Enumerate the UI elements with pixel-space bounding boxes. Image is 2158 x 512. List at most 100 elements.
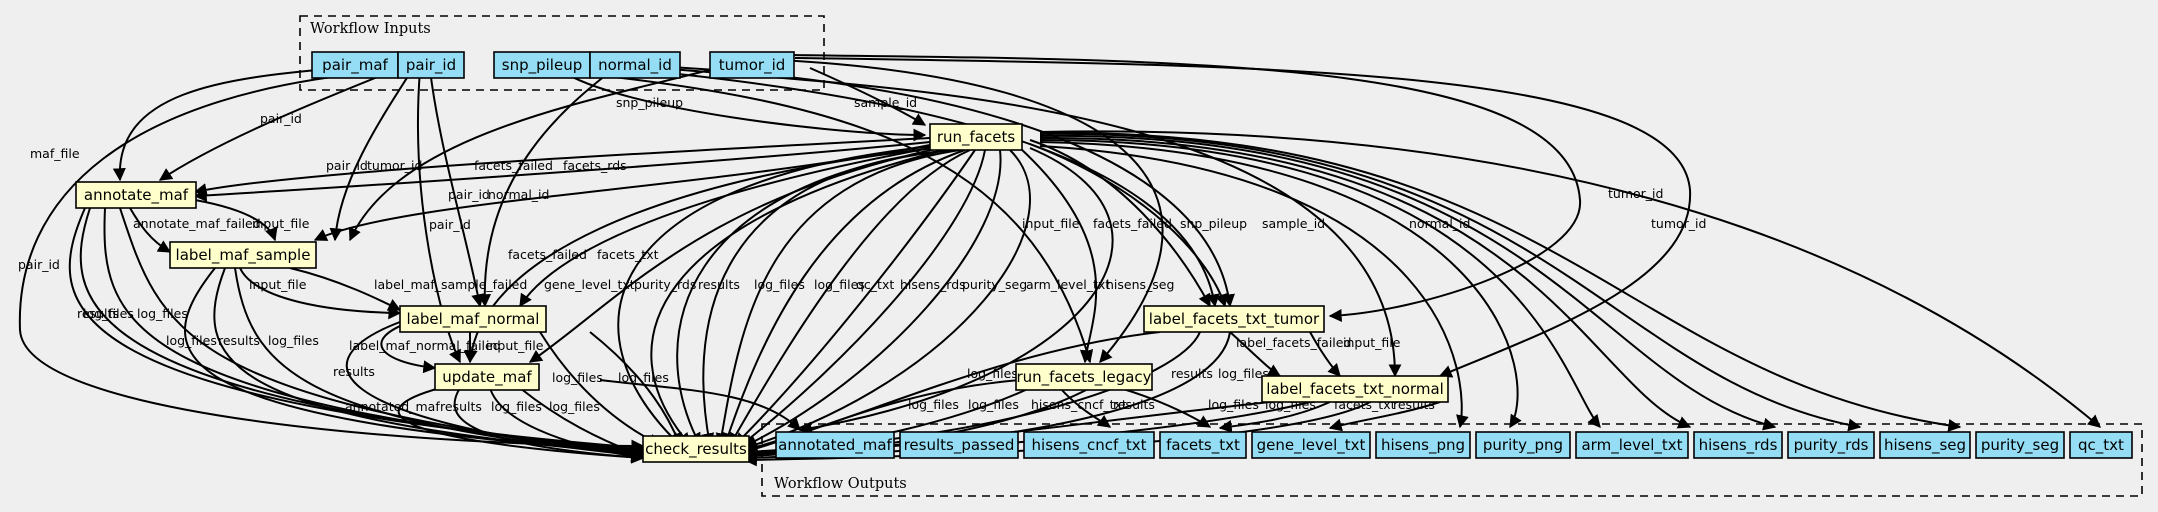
edge-annotate-maf-to-label-maf-sample-input [194,199,278,242]
step-label-maf-normal[interactable]: label_maf_normal [399,305,547,333]
edge-label-sample-id-2: sample_id [1262,216,1325,231]
edge-label-label-maf-sample-failed: label_maf_sample_failed [374,277,527,292]
edge-label-facets-normal-to-out-gene-level [1328,401,1441,432]
edge-run-facets-to-label-facets-tumor-input [1029,139,1211,308]
edge-label-log-files-13: log_files [967,366,1018,381]
output-purity-png[interactable]: purity_png [1475,431,1571,459]
edge-label-annotate-maf-failed: annotate_maf_failed [133,216,261,231]
step-check-results-label: check_results [645,440,747,459]
edge-label-pair-id-5: pair_id [448,187,490,202]
edge-run-facets-to-out-purity-seg [1039,131,1962,432]
edge-label-log-files-12: log_files [549,399,600,414]
edge-label-results-4: results [333,364,375,379]
output-purity-seg[interactable]: purity_seg [1975,431,2065,459]
output-purity-seg-label: purity_seg [1981,436,2059,455]
step-label-facets-txt-tumor[interactable]: label_facets_txt_tumor [1143,305,1325,333]
edge-label-arm-level-txt: arm_level_txt [1026,277,1110,292]
edge-label-input-file-5: input_file [1343,335,1401,350]
edge-label-log-files-8: log_files [814,277,865,292]
step-annotate-maf[interactable]: annotate_maf [75,181,197,209]
edge-label-tumor-id-1: tumor_id [367,158,422,173]
input-snp-pileup[interactable]: snp_pileup [493,51,591,79]
output-gene-level-txt[interactable]: gene_level_txt [1251,431,1371,459]
step-label-facets-txt-normal[interactable]: label_facets_txt_normal [1261,375,1449,403]
edge-label-log-files-11: log_files [491,399,542,414]
edge-normal-id-to-label-facets-tumor [649,65,1235,308]
input-normal-id-label: normal_id [598,56,672,75]
input-snp-pileup-label: snp_pileup [502,56,582,75]
output-arm-level-txt[interactable]: arm_level_txt [1575,431,1689,459]
output-arm-level-txt-label: arm_level_txt [1581,436,1682,455]
edge-legacy-to-out-hisens-cncf [1059,387,1112,428]
edge-label-tumor-id-3: tumor_id [1651,216,1706,231]
edge-pair-id-to-annotate-maf [158,69,396,181]
step-label-maf-normal-label: label_maf_normal [407,310,540,329]
edge-run-facets-to-out-purity-rds [1039,134,1777,431]
step-run-facets[interactable]: run_facets [929,123,1023,151]
output-hisens-seg[interactable]: hisens_seg [1879,431,1971,459]
edge-label-pair-id-1: pair_id [260,111,302,126]
output-results-passed[interactable]: results_passed [899,431,1019,459]
edge-annotate-maf-to-label-maf-sample-failed [129,207,172,253]
edge-update-maf-to-check-annotated [397,387,645,464]
edge-label-pair-id-3: pair_id [18,257,60,272]
edge-label-hisens-cncf-txt: hisens_cncf_txt [1031,397,1127,412]
edge-label-log-files-15: log_files [908,397,959,412]
edge-run-facets-to-check-purity-seg [738,149,986,447]
edge-pair-id-to-label-maf-sample [329,69,413,242]
edge-label-results-1: results [77,306,119,321]
input-pair-maf[interactable]: pair_maf [311,51,399,79]
output-hisens-png[interactable]: hisens_png [1375,431,1471,459]
edge-run-facets-to-check-arm-level [743,149,1002,447]
output-qc-txt[interactable]: qc_txt [2069,431,2133,459]
step-label-facets-txt-tumor-label: label_facets_txt_tumor [1149,310,1320,329]
edge-label-facets-failed-3: facets_failed [1093,216,1172,231]
step-update-maf-label: update_maf [442,368,532,387]
input-tumor-id[interactable]: tumor_id [709,51,795,79]
edge-tumor-id-to-run-facets [809,67,927,126]
edge-label-facets-tumor-to-normal-failed [1229,331,1282,377]
output-results-passed-label: results_passed [904,436,1015,455]
step-run-facets-legacy[interactable]: run_facets_legacy [1015,363,1153,391]
edge-snp-pileup-to-run-facets [559,69,927,142]
edge-update-maf-to-check-log-2 [519,387,645,459]
edge-labels: maf_file pair_id pair_id tumor_id snp_pi… [18,95,917,321]
input-pair-id[interactable]: pair_id [397,51,465,79]
workflow-outputs-cluster: Workflow Outputs [761,423,2143,497]
edge-tumor-id-to-label-facets-normal [794,57,1692,378]
edge-labels-visible: log_files log_files log_files results lo… [83,186,1706,414]
edge-label-maf-sample-to-check-log-1 [183,267,645,458]
output-hisens-rds[interactable]: hisens_rds [1693,431,1783,459]
edge-label-facets-rds: facets_rds [563,158,627,173]
edge-label-facets-txt-1: facets_txt [597,247,659,262]
step-label-maf-sample-label: label_maf_sample [176,246,311,265]
edge-label-label-maf-normal-failed: label_maf_normal_failed [349,338,501,353]
edge-label-label-facets-failed: label_facets_failed [1236,335,1351,350]
output-facets-txt[interactable]: facets_txt [1159,431,1247,459]
output-hisens-png-label: hisens_png [1381,436,1465,455]
step-check-results[interactable]: check_results [642,435,750,463]
step-label-maf-sample[interactable]: label_maf_sample [169,241,317,269]
edge-label-facets-tumor-to-normal-input [1309,331,1341,377]
output-purity-rds[interactable]: purity_rds [1787,431,1875,459]
edge-label-sample-id-1: sample_id [854,95,917,110]
edge-run-facets-to-label-facets-tumor-failed [1029,143,1228,308]
edge-label-maf-normal-to-check-log-1 [539,331,662,446]
edge-run-facets-to-check-qc [729,149,971,447]
edge-label-qc-txt: qc_txt [856,277,894,292]
workflow-inputs-cluster: Workflow Inputs [299,15,825,91]
output-hisens-cncf-txt[interactable]: hisens_cncf_txt [1023,431,1155,459]
output-purity-png-label: purity_png [1483,436,1563,455]
output-annotated-maf[interactable]: annotated_maf [775,431,895,459]
edge-run-facets-to-annotate-maf-failed [193,137,931,196]
edge-label-hisens-seg: hisens_seg [1106,277,1174,292]
input-normal-id[interactable]: normal_id [589,51,681,79]
step-update-maf[interactable]: update_maf [434,363,540,391]
edge-run-facets-to-out-purity-png [1039,141,1522,429]
edge-pair-id-to-update-maf [417,69,461,364]
nodes: pair_maf pair_id snp_pileup normal_id tu… [75,51,2133,463]
workflow-inputs-title: Workflow Inputs [310,21,431,37]
step-annotate-maf-label: annotate_maf [84,186,189,205]
edge-run-facets-to-check-log-2 [722,149,966,447]
